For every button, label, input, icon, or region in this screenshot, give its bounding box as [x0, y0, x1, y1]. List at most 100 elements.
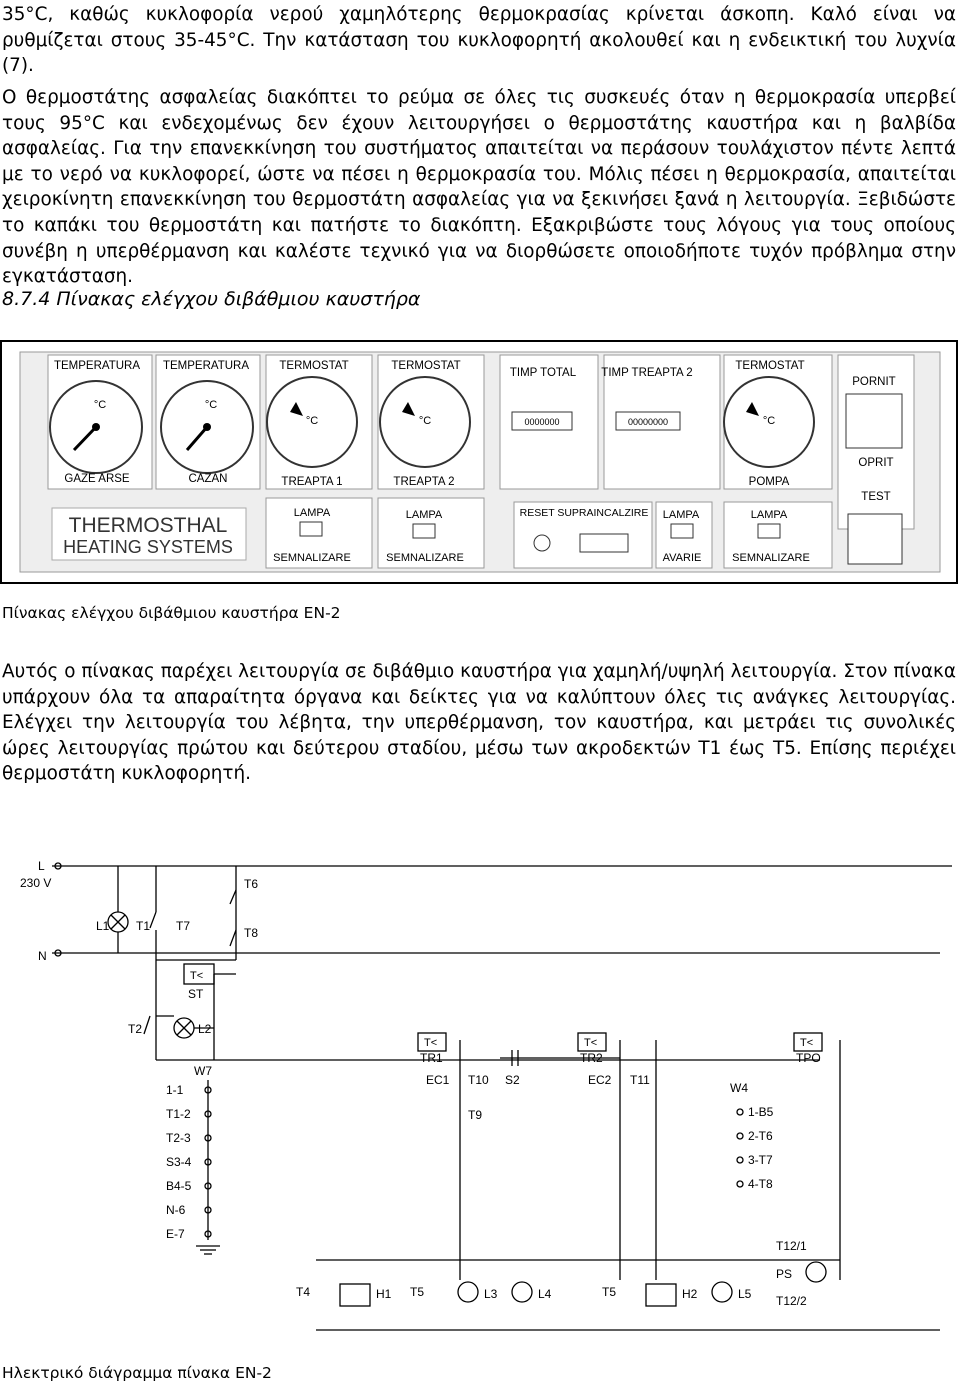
- svg-text:HEATING SYSTEMS: HEATING SYSTEMS: [63, 537, 233, 557]
- svg-text:LAMPA: LAMPA: [406, 509, 443, 521]
- svg-text:RESET SUPRAINCALZIRE: RESET SUPRAINCALZIRE: [520, 507, 649, 519]
- svg-text:LAMPA: LAMPA: [751, 509, 788, 521]
- terminal-label: 1-1: [166, 1083, 184, 1097]
- svg-text:TEST: TEST: [861, 491, 890, 503]
- svg-text:230 V: 230 V: [20, 876, 51, 890]
- svg-text:°C: °C: [763, 415, 775, 427]
- svg-text:TERMOSTAT: TERMOSTAT: [279, 360, 348, 372]
- terminal-point: [736, 1180, 744, 1188]
- svg-text:H2: H2: [682, 1287, 698, 1301]
- svg-text:W4: W4: [730, 1081, 748, 1095]
- svg-text:SEMNALIZARE: SEMNALIZARE: [386, 552, 464, 564]
- terminal-point: [736, 1108, 744, 1116]
- alarm-lamp: LAMPA AVARIE: [655, 501, 713, 569]
- svg-text:T<: T<: [190, 970, 203, 982]
- svg-text:L4: L4: [538, 1287, 552, 1301]
- terminal-point: [736, 1156, 744, 1164]
- svg-text:T10: T10: [468, 1073, 489, 1087]
- svg-text:°C: °C: [419, 415, 431, 427]
- svg-text:T<: T<: [424, 1037, 437, 1049]
- svg-text:T<: T<: [800, 1037, 813, 1049]
- svg-text:T5: T5: [602, 1285, 616, 1299]
- svg-text:TIMP TREAPTA 2: TIMP TREAPTA 2: [601, 367, 692, 379]
- svg-text:TPO: TPO: [796, 1051, 821, 1065]
- svg-text:AVARIE: AVARIE: [663, 552, 702, 564]
- panel-caption: Πίνακας ελέγχου διβάθμιου καυστήρα EN-2: [2, 604, 341, 622]
- svg-text:TEMPERATURA: TEMPERATURA: [54, 360, 140, 372]
- terminal-point: [204, 1206, 212, 1214]
- svg-text:T12/1: T12/1: [776, 1239, 807, 1253]
- svg-text:THERMOSTHAL: THERMOSTHAL: [69, 514, 228, 537]
- terminal-point: [204, 1182, 212, 1190]
- pump-lamp: LAMPA SEMNALIZARE: [723, 501, 833, 569]
- thermosthal-logo: THERMOSTHAL HEATING SYSTEMS: [51, 507, 247, 561]
- svg-text:L1: L1: [96, 919, 110, 933]
- svg-text:SEMNALIZARE: SEMNALIZARE: [273, 552, 351, 564]
- svg-text:T4: T4: [296, 1285, 310, 1299]
- reset-overheat-panel: RESET SUPRAINCALZIRE: [513, 501, 653, 569]
- svg-text:EC1: EC1: [426, 1073, 450, 1087]
- terminal-point: [204, 1086, 212, 1094]
- svg-text:PS: PS: [776, 1267, 792, 1281]
- svg-text:OPRIT: OPRIT: [858, 457, 893, 469]
- svg-text:T1: T1: [136, 919, 150, 933]
- svg-text:T5: T5: [410, 1285, 424, 1299]
- svg-text:0000000: 0000000: [524, 417, 559, 427]
- terminal-point: [204, 1110, 212, 1118]
- svg-text:L2: L2: [198, 1022, 212, 1036]
- svg-text:T11: T11: [630, 1073, 650, 1087]
- svg-text:TERMOSTAT: TERMOSTAT: [391, 360, 460, 372]
- paragraph-panel-description: Αυτός ο πίνακας παρέχει λειτουργία σε δι…: [2, 661, 956, 785]
- svg-text:L3: L3: [484, 1287, 498, 1301]
- svg-text:T6: T6: [244, 877, 258, 891]
- terminal-label: 3-T7: [748, 1153, 773, 1167]
- svg-text:T12/2: T12/2: [776, 1294, 807, 1308]
- svg-text:T2: T2: [128, 1022, 142, 1036]
- terminal-label: T1-2: [166, 1107, 191, 1121]
- thermostat-stage1: TERMOSTAT °C TREAPTA 1 LAMPA SEMNALIZARE: [265, 354, 373, 569]
- terminal-label: N-6: [166, 1203, 186, 1217]
- svg-text:T9: T9: [468, 1108, 482, 1122]
- svg-text:LAMPA: LAMPA: [294, 507, 331, 519]
- svg-text:S2: S2: [505, 1073, 520, 1087]
- counter-stage2-time: TIMP TREAPTA 2 00000000: [601, 354, 721, 490]
- svg-text:°C: °C: [94, 399, 106, 411]
- svg-text:L5: L5: [738, 1287, 752, 1301]
- svg-text:T8: T8: [244, 926, 258, 940]
- svg-text:PORNIT: PORNIT: [852, 376, 895, 388]
- svg-text:°C: °C: [306, 415, 318, 427]
- terminal-label: B4-5: [166, 1179, 192, 1193]
- terminal-label: 1-B5: [748, 1105, 774, 1119]
- svg-text:TERMOSTAT: TERMOSTAT: [735, 360, 804, 372]
- svg-text:CAZAN: CAZAN: [189, 473, 228, 485]
- thermostat-stage2: TERMOSTAT °C TREAPTA 2 LAMPA SEMNALIZARE: [377, 354, 485, 569]
- svg-text:T<: T<: [584, 1037, 597, 1049]
- terminal-point: [736, 1132, 744, 1140]
- terminal-label: E-7: [166, 1227, 185, 1241]
- svg-text:POMPA: POMPA: [749, 476, 790, 488]
- svg-text:GAZE ARSE: GAZE ARSE: [64, 473, 130, 485]
- terminal-label: T2-3: [166, 1131, 191, 1145]
- svg-text:L: L: [38, 859, 45, 873]
- svg-text:°C: °C: [205, 399, 217, 411]
- svg-text:TREAPTA 1: TREAPTA 1: [281, 476, 342, 488]
- wiring-diagram: L 230 V N L1 T1 T7 T6 T8 T< ST T2 L2 W7 …: [20, 859, 952, 1331]
- svg-text:T7: T7: [176, 919, 190, 933]
- power-switch-panel: PORNIT OPRIT TEST: [837, 354, 915, 565]
- w4-terminals: 1-B52-T63-T74-T8: [736, 1105, 774, 1191]
- svg-text:TR1: TR1: [420, 1051, 443, 1065]
- svg-text:H1: H1: [376, 1287, 392, 1301]
- diagram-caption: Ηλεκτρικό διάγραμμα πίνακα EN-2: [2, 1364, 272, 1382]
- terminal-point: [204, 1158, 212, 1166]
- paragraph-safety-thermostat: Ο θερμοστάτης ασφαλείας διακόπτει το ρεύ…: [2, 87, 956, 288]
- gauge-boiler-temp: TEMPERATURA °C CAZAN: [155, 354, 261, 490]
- counter-total-time: TIMP TOTAL 0000000: [499, 354, 599, 490]
- gauge-flue-temp: TEMPERATURA °C GAZE ARSE: [47, 354, 153, 490]
- svg-text:TIMP TOTAL: TIMP TOTAL: [510, 367, 577, 379]
- svg-text:SEMNALIZARE: SEMNALIZARE: [732, 552, 810, 564]
- paragraph-intro: 35°C, καθώς κυκλοφορία νερού χαμηλότερης…: [2, 4, 956, 77]
- terminal-point: [204, 1134, 212, 1142]
- svg-text:00000000: 00000000: [628, 417, 668, 427]
- w7-terminals: 1-1T1-2T2-3S3-4B4-5N-6E-7: [166, 1083, 212, 1241]
- terminal-label: S3-4: [166, 1155, 192, 1169]
